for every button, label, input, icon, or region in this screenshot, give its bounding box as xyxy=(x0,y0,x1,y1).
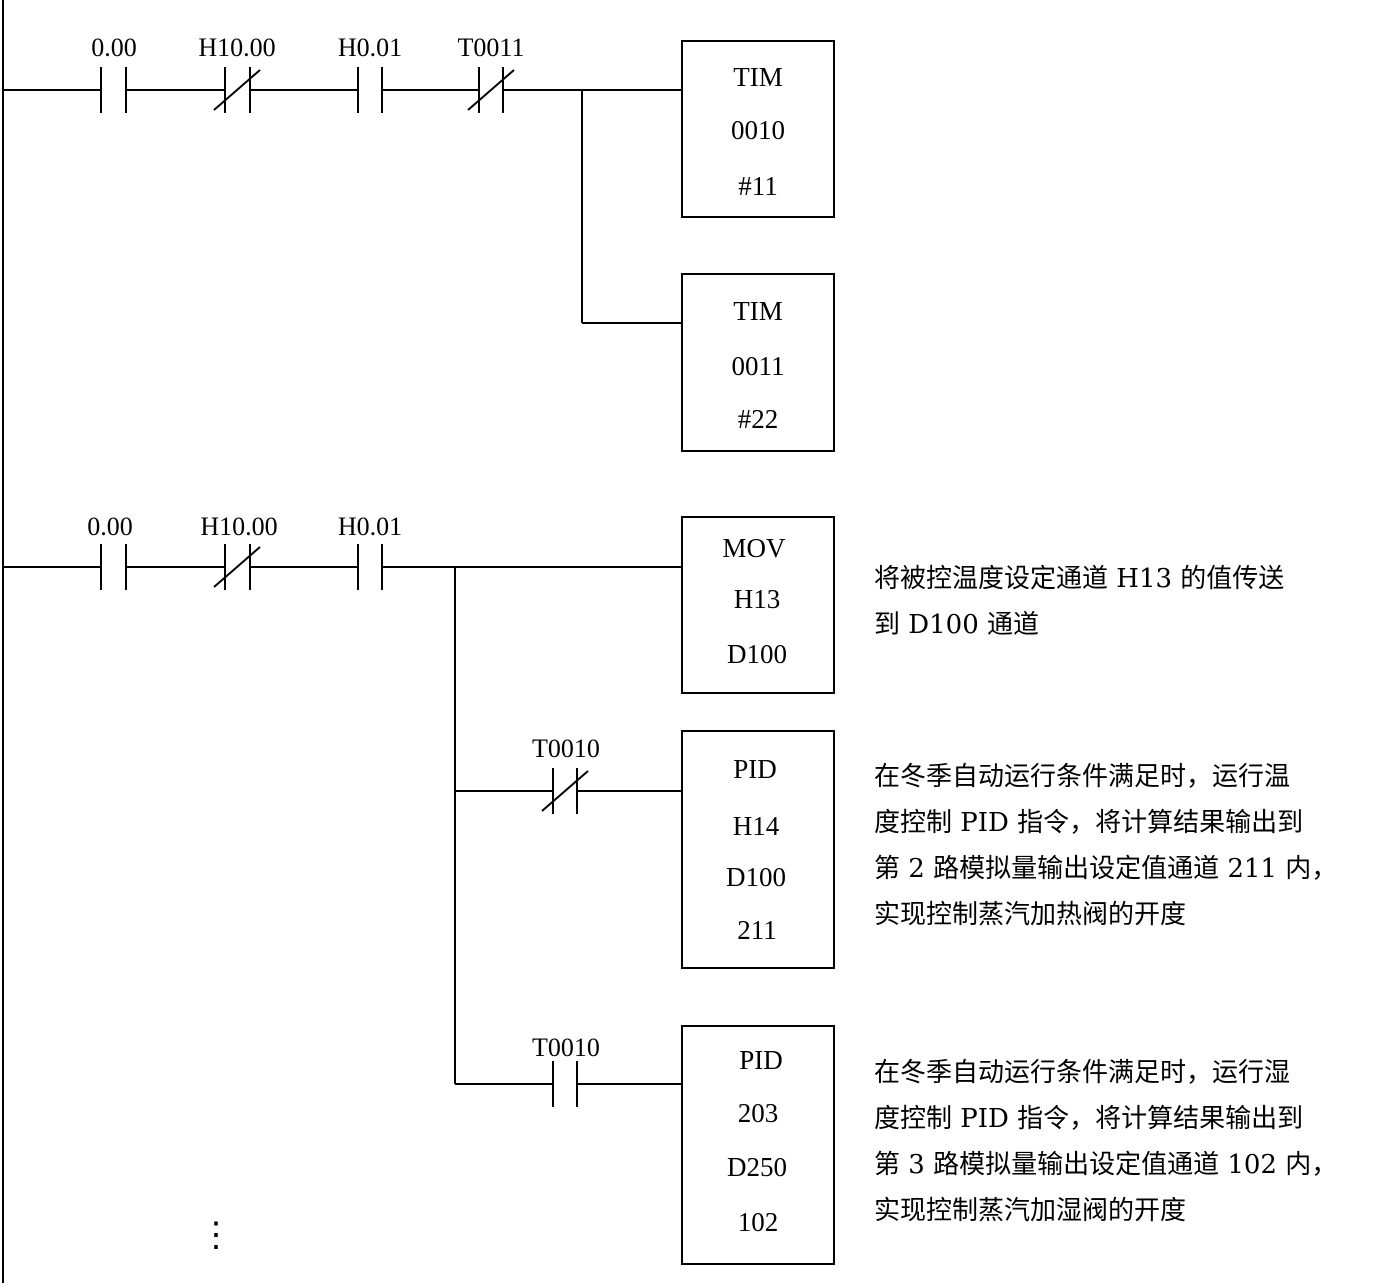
note-line: 度控制 PID 指令，将计算结果输出到 xyxy=(874,1104,1304,1134)
contact-label: 0.00 xyxy=(87,512,133,541)
contact-label: H0.01 xyxy=(338,512,402,541)
box-line: D100 xyxy=(727,639,787,669)
continuation-mark: ⋮ xyxy=(199,1217,233,1254)
box-line: PID xyxy=(739,1045,783,1075)
contact-h10-00-rung1 xyxy=(213,67,261,113)
tim-0011-box xyxy=(681,273,835,452)
box-line: 0011 xyxy=(732,351,785,381)
box-line: 211 xyxy=(737,915,777,945)
contact-t0010-no xyxy=(552,1061,578,1107)
contact-label: T0011 xyxy=(458,33,525,62)
contact-0-00-rung2 xyxy=(100,544,127,590)
note-line: 度控制 PID 指令，将计算结果输出到 xyxy=(874,808,1304,838)
box-line: 102 xyxy=(738,1207,779,1237)
pid-temperature-box xyxy=(681,730,835,969)
contact-0-00-rung1 xyxy=(100,67,127,113)
note-line: 到 D100 通道 xyxy=(874,610,1040,640)
contact-label: 0.00 xyxy=(91,33,137,62)
box-line: #22 xyxy=(738,404,779,434)
contact-label: H10.00 xyxy=(198,33,275,62)
note-mov: 将被控温度设定通道 H13 的值传送 到 D100 通道 xyxy=(874,556,1284,648)
note-line: 实现控制蒸汽加热阀的开度 xyxy=(874,900,1187,930)
contact-label: H10.00 xyxy=(200,512,277,541)
note-line: 将被控温度设定通道 H13 的值传送 xyxy=(874,564,1285,594)
pid-humidity-box xyxy=(681,1025,835,1265)
note-line: 第 3 路模拟量输出设定值通道 102 内， xyxy=(874,1150,1338,1180)
note-line: 在冬季自动运行条件满足时，运行温 xyxy=(874,762,1291,792)
box-line: 203 xyxy=(738,1098,779,1128)
rung1-wires xyxy=(3,89,682,324)
contact-label: T0010 xyxy=(532,1033,600,1062)
box-line: PID xyxy=(733,754,777,784)
box-line: TIM xyxy=(733,296,783,326)
note-pid-humidity: 在冬季自动运行条件满足时，运行湿 度控制 PID 指令，将计算结果输出到 第 3… xyxy=(874,1050,1337,1234)
mov-box xyxy=(681,516,835,694)
note-pid-temperature: 在冬季自动运行条件满足时，运行温 度控制 PID 指令，将计算结果输出到 第 2… xyxy=(874,754,1337,938)
contact-t0011-rung1 xyxy=(467,67,515,113)
note-line: 实现控制蒸汽加湿阀的开度 xyxy=(874,1196,1187,1226)
box-line: D100 xyxy=(726,862,786,892)
box-line: 0010 xyxy=(731,115,785,145)
contact-h0-01-rung1 xyxy=(357,67,383,113)
box-line: H13 xyxy=(734,584,781,614)
box-line: TIM xyxy=(733,62,783,92)
contact-h0-01-rung2 xyxy=(357,544,383,590)
note-line: 在冬季自动运行条件满足时，运行湿 xyxy=(874,1058,1291,1088)
tim-0010-box xyxy=(681,40,835,218)
contact-t0010-nc xyxy=(541,768,589,814)
rung2-wires xyxy=(3,566,682,1085)
box-line: #11 xyxy=(738,171,778,201)
contact-label: T0010 xyxy=(532,734,600,763)
contact-h10-00-rung2 xyxy=(213,544,261,590)
box-line: D250 xyxy=(727,1152,787,1182)
box-line: MOV xyxy=(722,533,786,563)
note-line: 第 2 路模拟量输出设定值通道 211 内， xyxy=(874,854,1338,884)
box-line: H14 xyxy=(733,811,780,841)
contact-label: H0.01 xyxy=(338,33,402,62)
